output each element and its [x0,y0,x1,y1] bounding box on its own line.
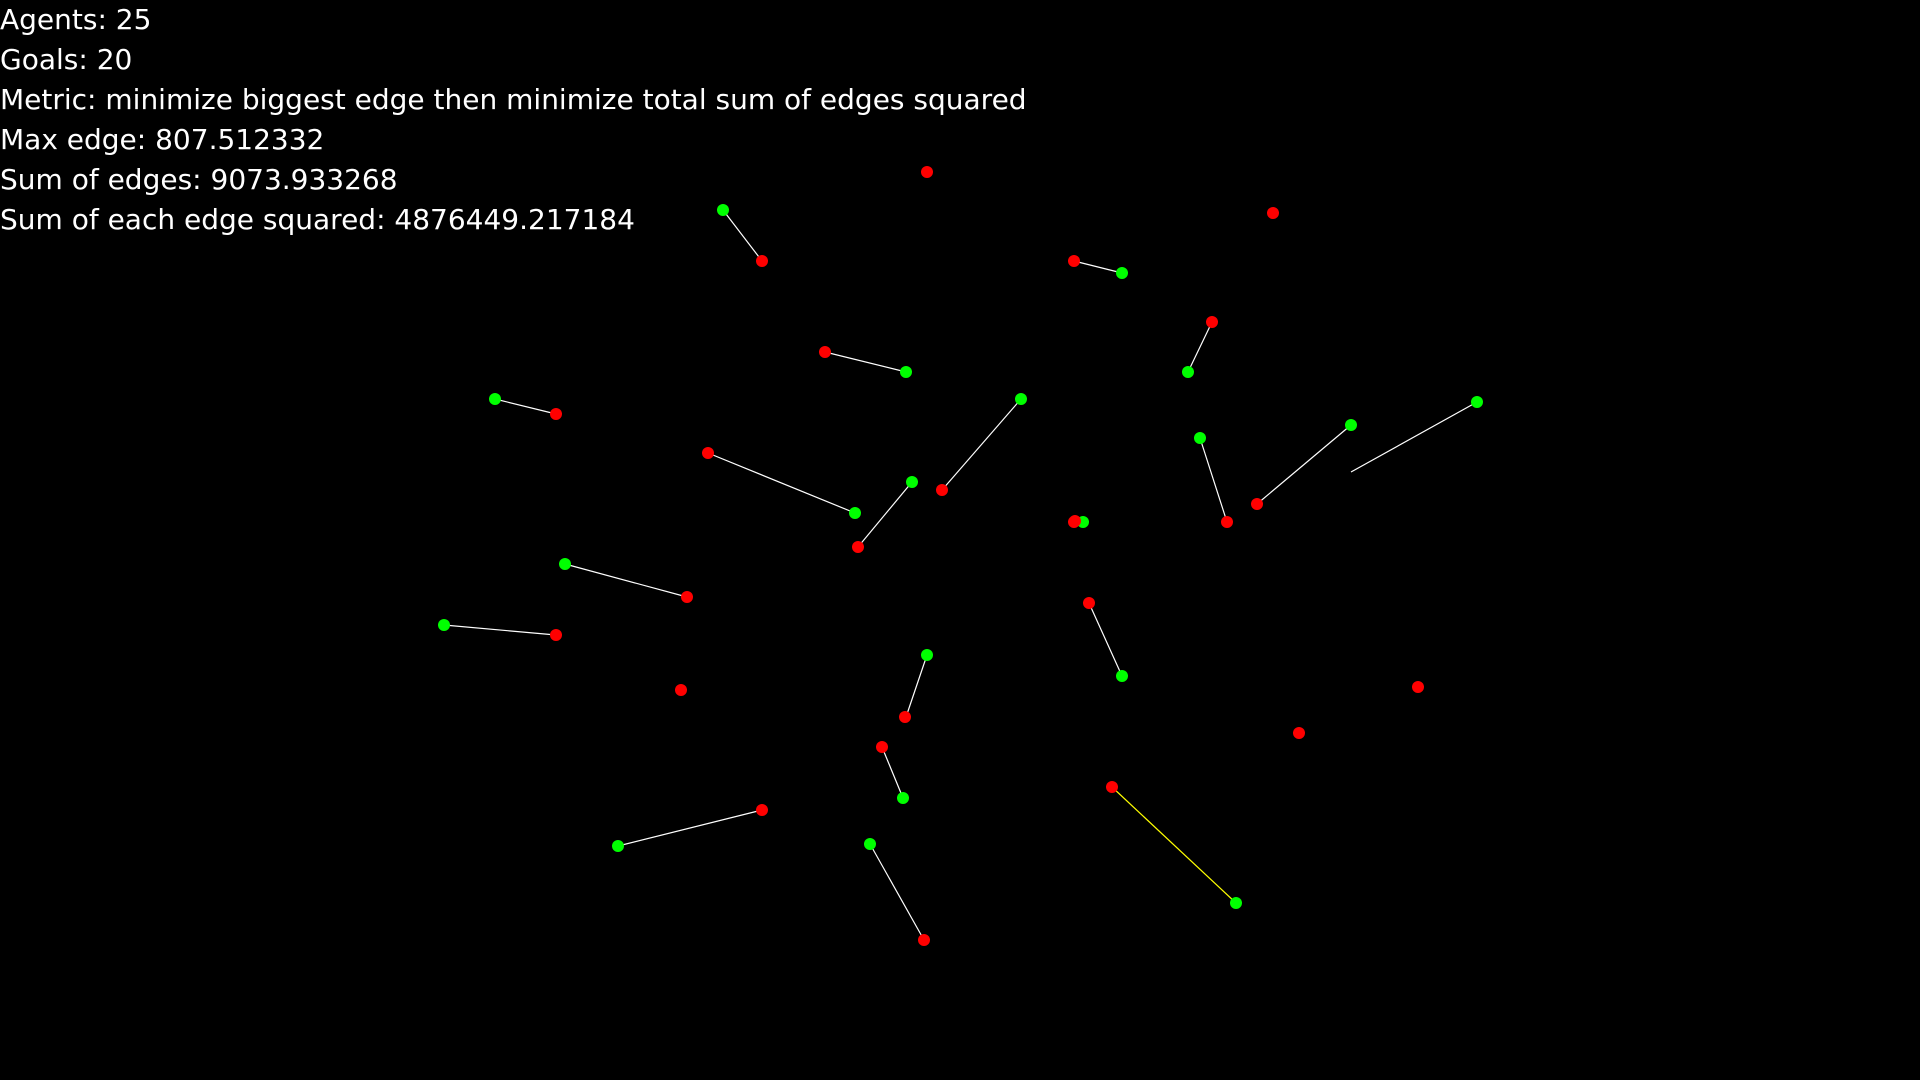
agent-markers [550,166,1424,946]
agent-point [819,346,831,358]
agent-point [852,541,864,553]
goal-point [906,476,918,488]
edge-line [1350,401,1478,473]
goal-point [849,507,861,519]
edge-line [881,746,904,799]
agent-point [899,711,911,723]
agent-point [756,255,768,267]
agent-point [550,408,562,420]
agent-point [1267,207,1279,219]
goal-point [1116,670,1128,682]
edge-line [1073,260,1123,274]
agent-point [1251,498,1263,510]
edge-line [443,624,557,636]
goal-point [1194,432,1206,444]
metric-description: Metric: minimize biggest edge then minim… [0,83,1027,116]
agents-count: Agents: 25 [0,3,152,36]
agent-point [921,166,933,178]
edge-line [564,563,688,598]
assignment-edges [443,209,1478,941]
agent-point [876,741,888,753]
edge-line [824,351,907,373]
max-edge-value: Max edge: 807.512332 [0,123,325,156]
agent-point [936,484,948,496]
goal-point [900,366,912,378]
goal-point [1230,897,1242,909]
goal-point [489,393,501,405]
agent-point [702,447,714,459]
agent-point [1083,597,1095,609]
edge-line [707,452,856,514]
goal-point [1015,393,1027,405]
goal-point [864,838,876,850]
agent-point [1293,727,1305,739]
edge-line [1088,602,1123,677]
agent-point [1221,516,1233,528]
edge-line [905,654,928,718]
agent-point [681,591,693,603]
agent-point [1412,681,1424,693]
agent-point [1106,781,1118,793]
goal-point [612,840,624,852]
goal-point [559,558,571,570]
goal-point [717,204,729,216]
max-edge-line [1111,786,1237,904]
goal-markers [438,204,1483,909]
edge-line [941,398,1022,491]
agent-point [1068,255,1080,267]
edge-line [869,843,925,941]
edge-line [722,209,763,262]
edge-line [1256,424,1352,505]
stats-panel: Agents: 25 Goals: 20 Metric: minimize bi… [0,0,1027,240]
sum-of-edges-value: Sum of edges: 9073.933268 [0,163,398,196]
agent-point [550,629,562,641]
edge-line [617,809,763,847]
agent-point [918,934,930,946]
edge-line [857,481,913,548]
goal-point [897,792,909,804]
goal-point [921,649,933,661]
sum-of-squares-value: Sum of each edge squared: 4876449.217184 [0,203,635,236]
goal-point [1471,396,1483,408]
edge-line [494,398,557,415]
edge-line [1199,437,1228,523]
goal-point [1116,267,1128,279]
edge-line [1187,321,1213,373]
agent-point [1206,316,1218,328]
agent-point [756,804,768,816]
goal-point [1182,366,1194,378]
goals-count: Goals: 20 [0,43,133,76]
goal-point [1345,419,1357,431]
agent-point [1068,516,1080,528]
goal-point [438,619,450,631]
agent-point [675,684,687,696]
